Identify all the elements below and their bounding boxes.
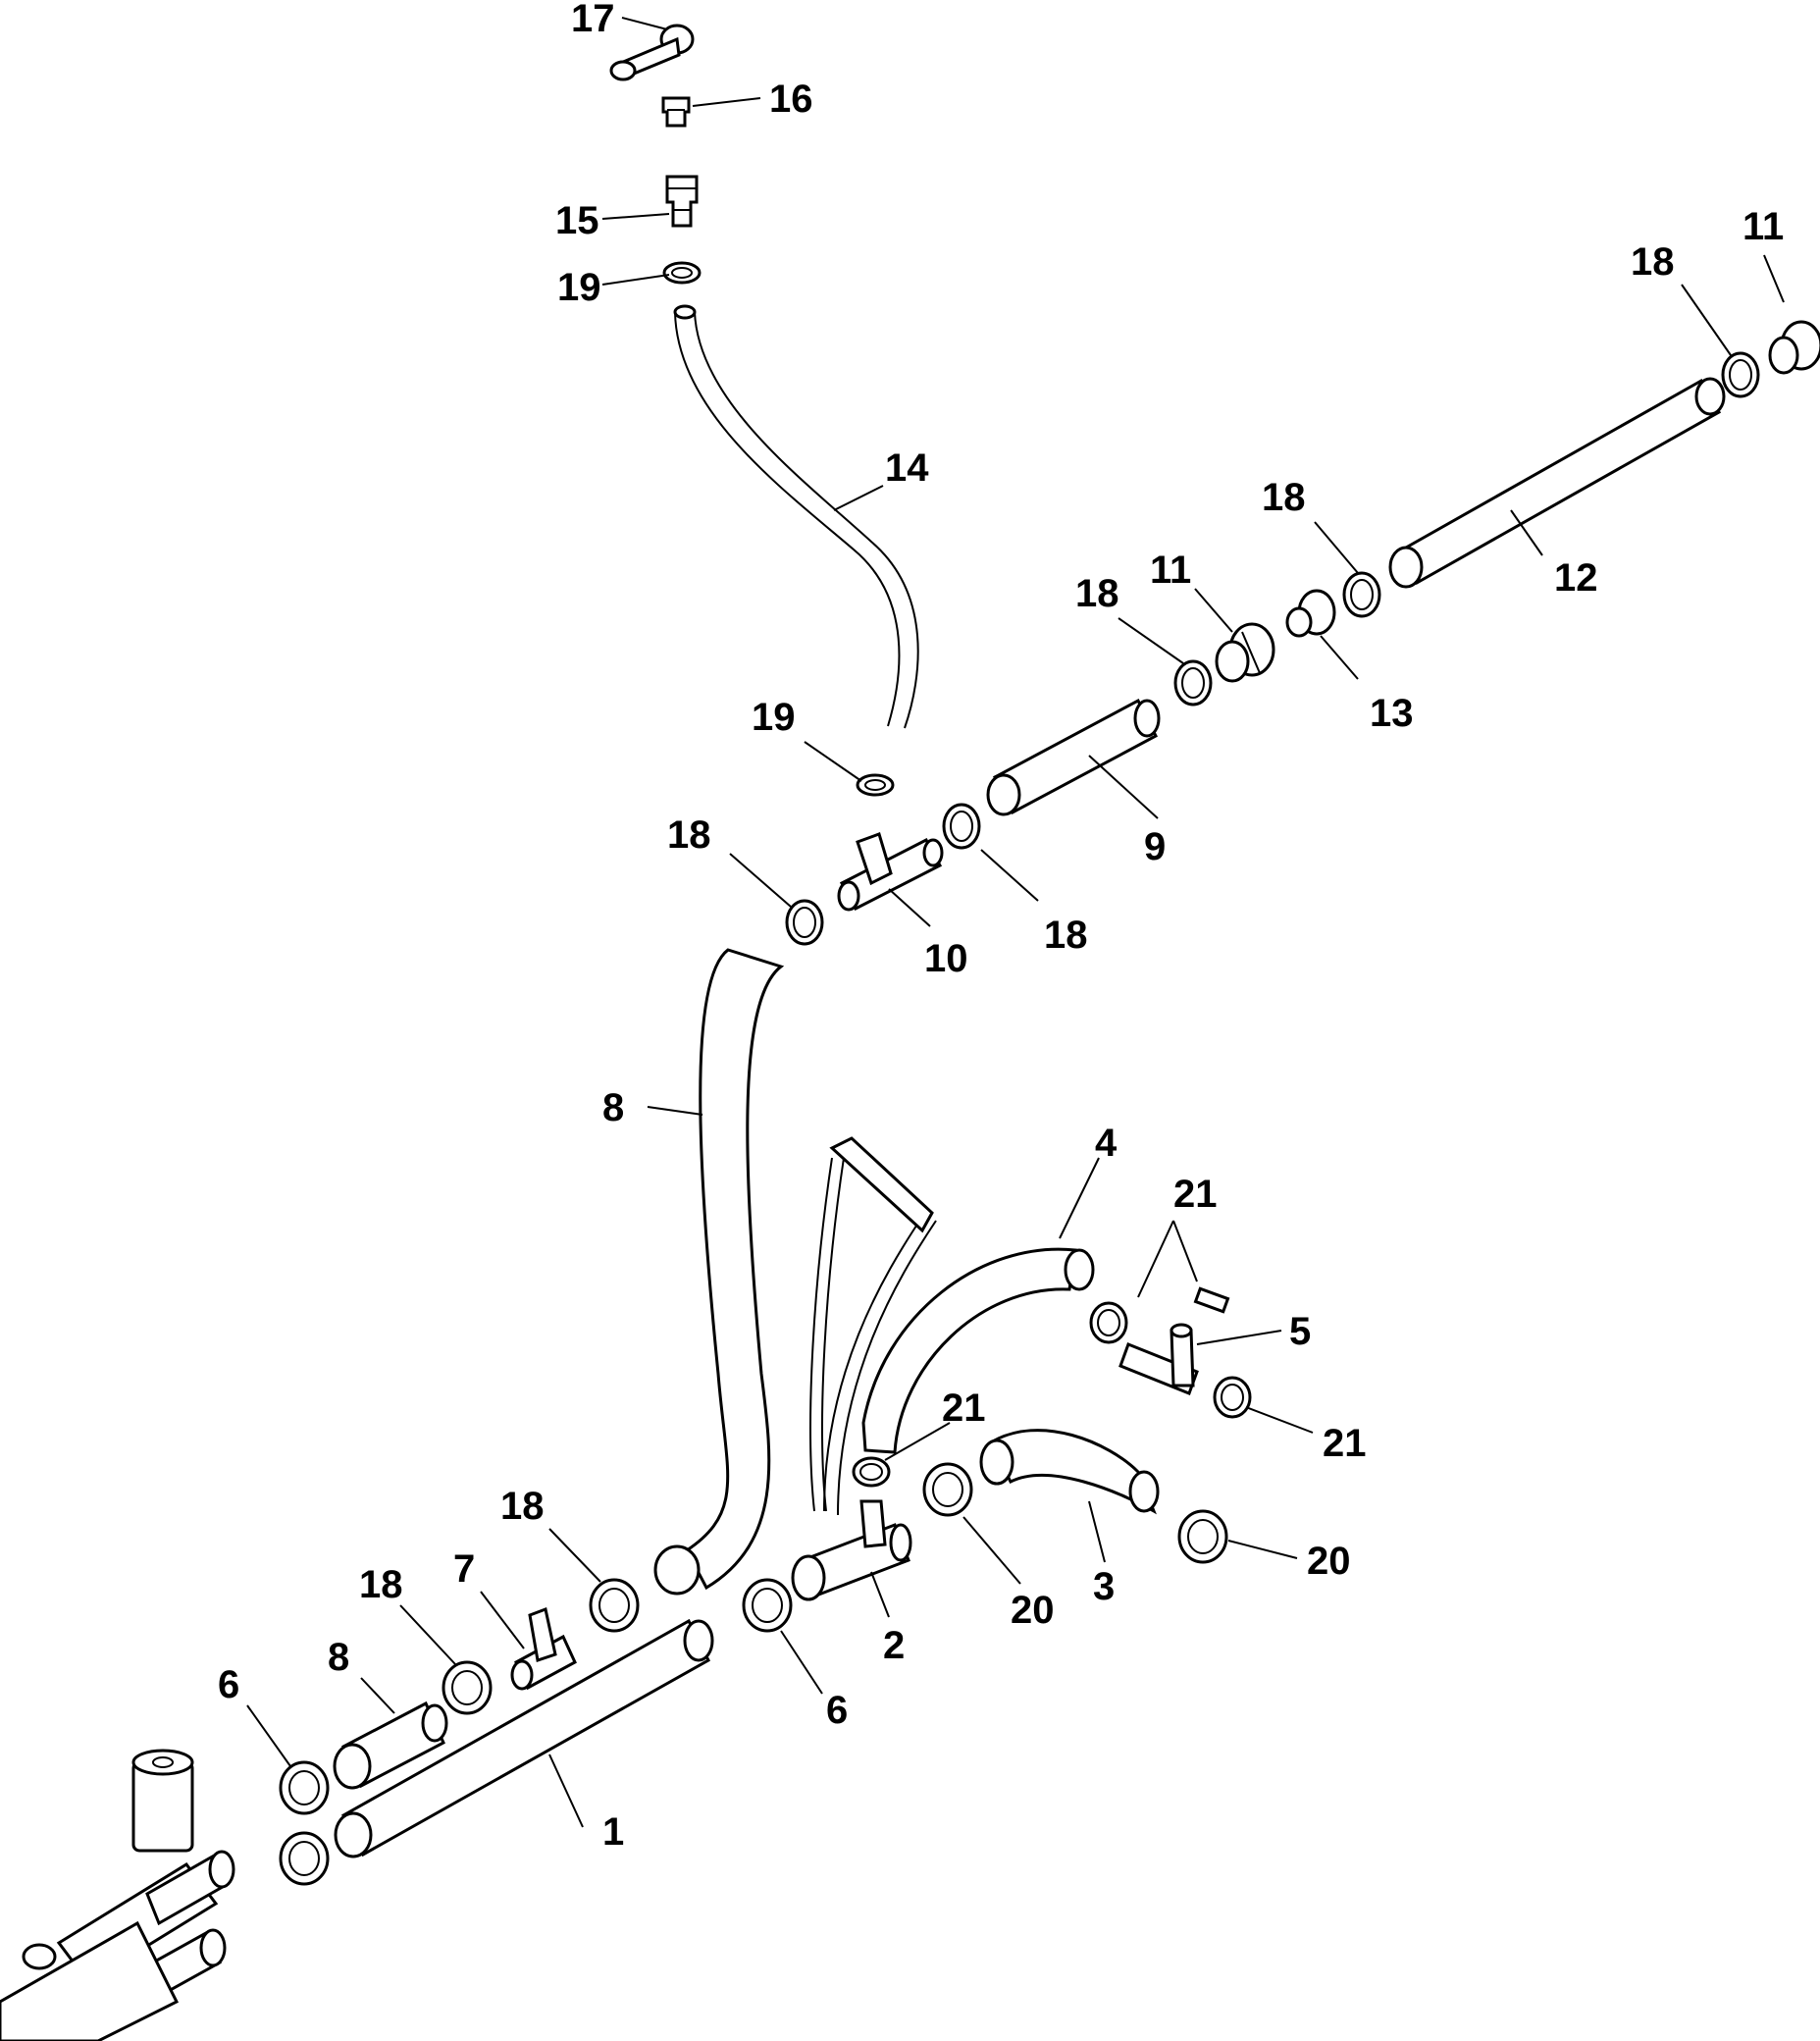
callout-8: 8 bbox=[602, 1086, 624, 1129]
hose-9 bbox=[986, 698, 1161, 816]
fitting-16 bbox=[661, 96, 691, 128]
clamp-20-b bbox=[1177, 1509, 1228, 1564]
callout-labels: 17 16 15 19 14 18 11 12 18 11 13 18 19 9… bbox=[218, 0, 1784, 1854]
clamp-18-g bbox=[442, 1660, 493, 1715]
callout-20: 20 bbox=[1011, 1589, 1055, 1632]
callout-4: 4 bbox=[1095, 1122, 1118, 1165]
tubes bbox=[809, 1136, 937, 1516]
callout-18: 18 bbox=[1044, 914, 1088, 957]
hose-3 bbox=[979, 1429, 1160, 1515]
callout-9: 9 bbox=[1144, 825, 1166, 868]
clip-21 bbox=[1193, 1286, 1230, 1314]
callout-18: 18 bbox=[1631, 240, 1675, 284]
callout-1: 1 bbox=[602, 1810, 624, 1854]
callout-16: 16 bbox=[769, 78, 813, 121]
callout-8: 8 bbox=[328, 1636, 349, 1679]
callout-12: 12 bbox=[1554, 556, 1598, 600]
callout-19: 19 bbox=[752, 696, 796, 739]
clamp-6-a bbox=[279, 1760, 330, 1815]
clamp-19-mid bbox=[856, 773, 895, 797]
hose-12 bbox=[1388, 377, 1726, 589]
fitting-15 bbox=[665, 175, 699, 228]
clamp-18-a bbox=[1721, 351, 1760, 398]
callout-11: 11 bbox=[1150, 549, 1191, 592]
clamp-18-e bbox=[785, 899, 824, 946]
clamp-21-c bbox=[852, 1456, 891, 1488]
clamp-18-f bbox=[589, 1578, 640, 1633]
callout-7: 7 bbox=[453, 1547, 475, 1591]
fitting-7 bbox=[510, 1606, 577, 1691]
clamp-18-d bbox=[942, 803, 981, 850]
fitting-13 bbox=[1285, 589, 1336, 638]
clamp-6-b bbox=[279, 1831, 330, 1886]
clamp-21-a bbox=[1089, 1301, 1128, 1344]
callout-6: 6 bbox=[218, 1663, 239, 1706]
fitting-11-mid bbox=[1215, 622, 1275, 683]
hose-8-short bbox=[333, 1701, 448, 1790]
callout-21: 21 bbox=[1323, 1422, 1367, 1465]
callout-11: 11 bbox=[1742, 205, 1784, 248]
tee-2 bbox=[791, 1499, 912, 1601]
callout-13: 13 bbox=[1370, 692, 1414, 735]
hose-8-long bbox=[653, 948, 785, 1596]
callout-18: 18 bbox=[1075, 572, 1119, 615]
hose-4 bbox=[861, 1247, 1095, 1454]
fitting-11-top bbox=[1768, 320, 1820, 375]
callout-19: 19 bbox=[557, 266, 601, 309]
callout-17: 17 bbox=[571, 0, 615, 40]
tee-5 bbox=[1118, 1323, 1199, 1395]
callout-21: 21 bbox=[942, 1387, 986, 1430]
callout-18: 18 bbox=[500, 1485, 545, 1528]
callout-18: 18 bbox=[667, 813, 711, 857]
callout-18: 18 bbox=[359, 1563, 403, 1606]
callout-6: 6 bbox=[826, 1689, 848, 1732]
hose-14 bbox=[673, 304, 919, 729]
clamp-21-b bbox=[1213, 1376, 1252, 1419]
leader-lines bbox=[246, 17, 1785, 1828]
callout-21: 21 bbox=[1173, 1173, 1218, 1216]
tee-10 bbox=[837, 832, 944, 912]
clamp-20-a bbox=[922, 1462, 973, 1517]
engine-assembly bbox=[0, 1749, 235, 2041]
callout-20: 20 bbox=[1307, 1540, 1351, 1583]
callout-10: 10 bbox=[924, 937, 968, 980]
callout-18: 18 bbox=[1262, 476, 1306, 519]
cap-17 bbox=[609, 24, 695, 81]
clamp-19-top bbox=[662, 261, 702, 285]
clamp-18-b bbox=[1342, 571, 1381, 618]
callout-14: 14 bbox=[885, 446, 929, 490]
hose-1 bbox=[334, 1618, 714, 1858]
callout-3: 3 bbox=[1093, 1565, 1115, 1608]
callout-5: 5 bbox=[1289, 1310, 1311, 1353]
callout-15: 15 bbox=[555, 199, 599, 242]
clamp-6-mid bbox=[742, 1578, 793, 1633]
clamp-18-c bbox=[1173, 659, 1213, 706]
callout-2: 2 bbox=[883, 1624, 905, 1667]
